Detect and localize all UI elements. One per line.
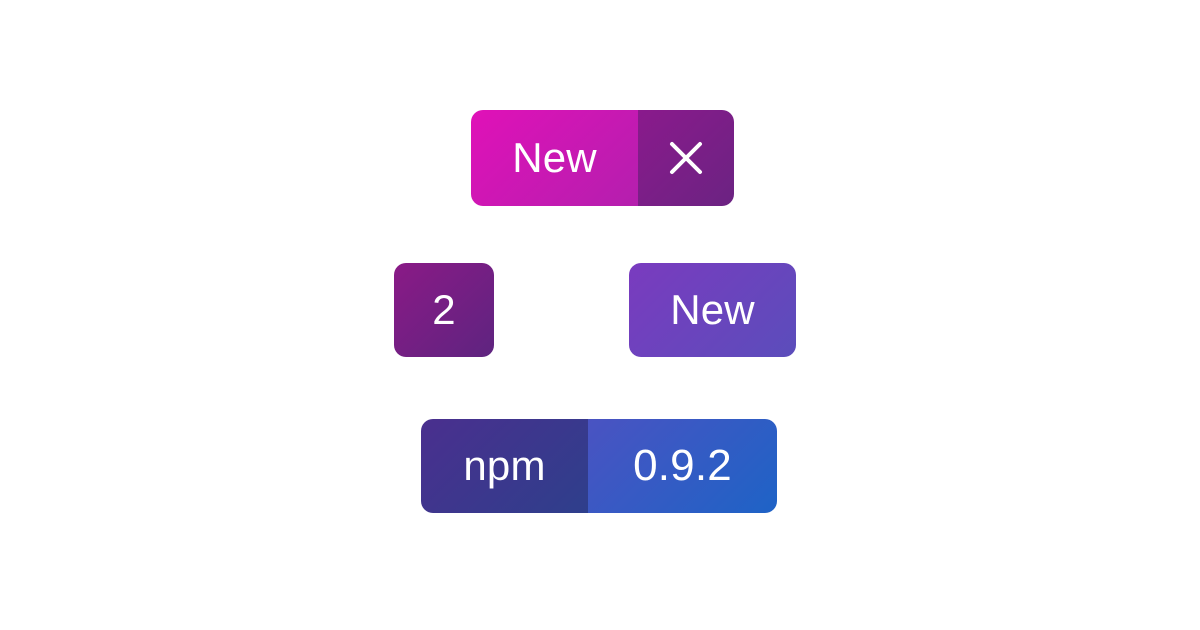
new-badge-text: New xyxy=(670,286,755,333)
new-badge-label: New xyxy=(512,134,597,181)
new-badge-segment: New xyxy=(629,263,796,357)
npm-label-segment: npm xyxy=(421,419,588,513)
new-badge-label-segment: New xyxy=(471,110,638,206)
close-icon xyxy=(669,141,703,175)
count-badge-segment: 2 xyxy=(394,263,494,357)
npm-version-badge: npm 0.9.2 xyxy=(421,419,777,513)
count-badge-value: 2 xyxy=(432,286,456,333)
npm-version-segment: 0.9.2 xyxy=(588,419,777,513)
count-badge: 2 xyxy=(394,263,494,357)
new-badge: New xyxy=(629,263,796,357)
close-button[interactable] xyxy=(638,110,734,206)
npm-version-value: 0.9.2 xyxy=(633,441,732,490)
npm-label: npm xyxy=(463,442,546,489)
new-badge-dismissible: New xyxy=(471,110,734,206)
